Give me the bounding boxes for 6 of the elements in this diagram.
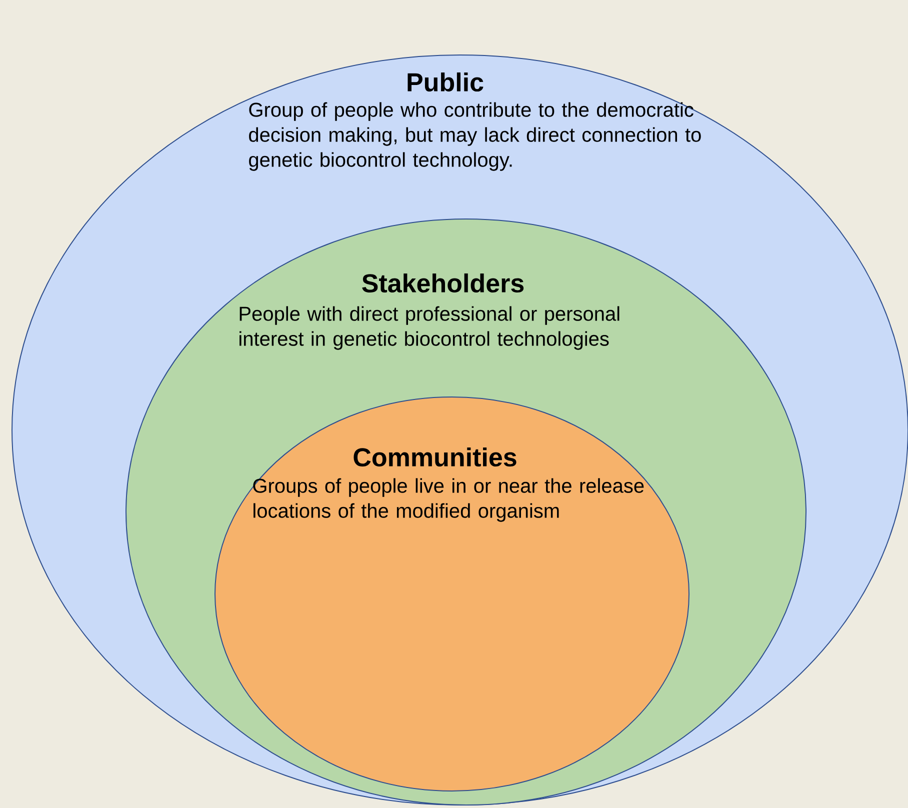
heading: Public bbox=[408, 72, 484, 92]
description-text: Group of people who contribute to the democratic decision making, but may lack direct connection to genetic biocontrol technology. bbox=[249, 102, 701, 171]
heading: Stakeholders bbox=[362, 273, 524, 293]
description-text: Groups of people live in or near the release locations of the modified organism bbox=[253, 478, 644, 522]
heading: Communities bbox=[354, 447, 516, 467]
description-text: People with direct professional or personal interest in genetic biocontrol technologies bbox=[240, 306, 620, 350]
